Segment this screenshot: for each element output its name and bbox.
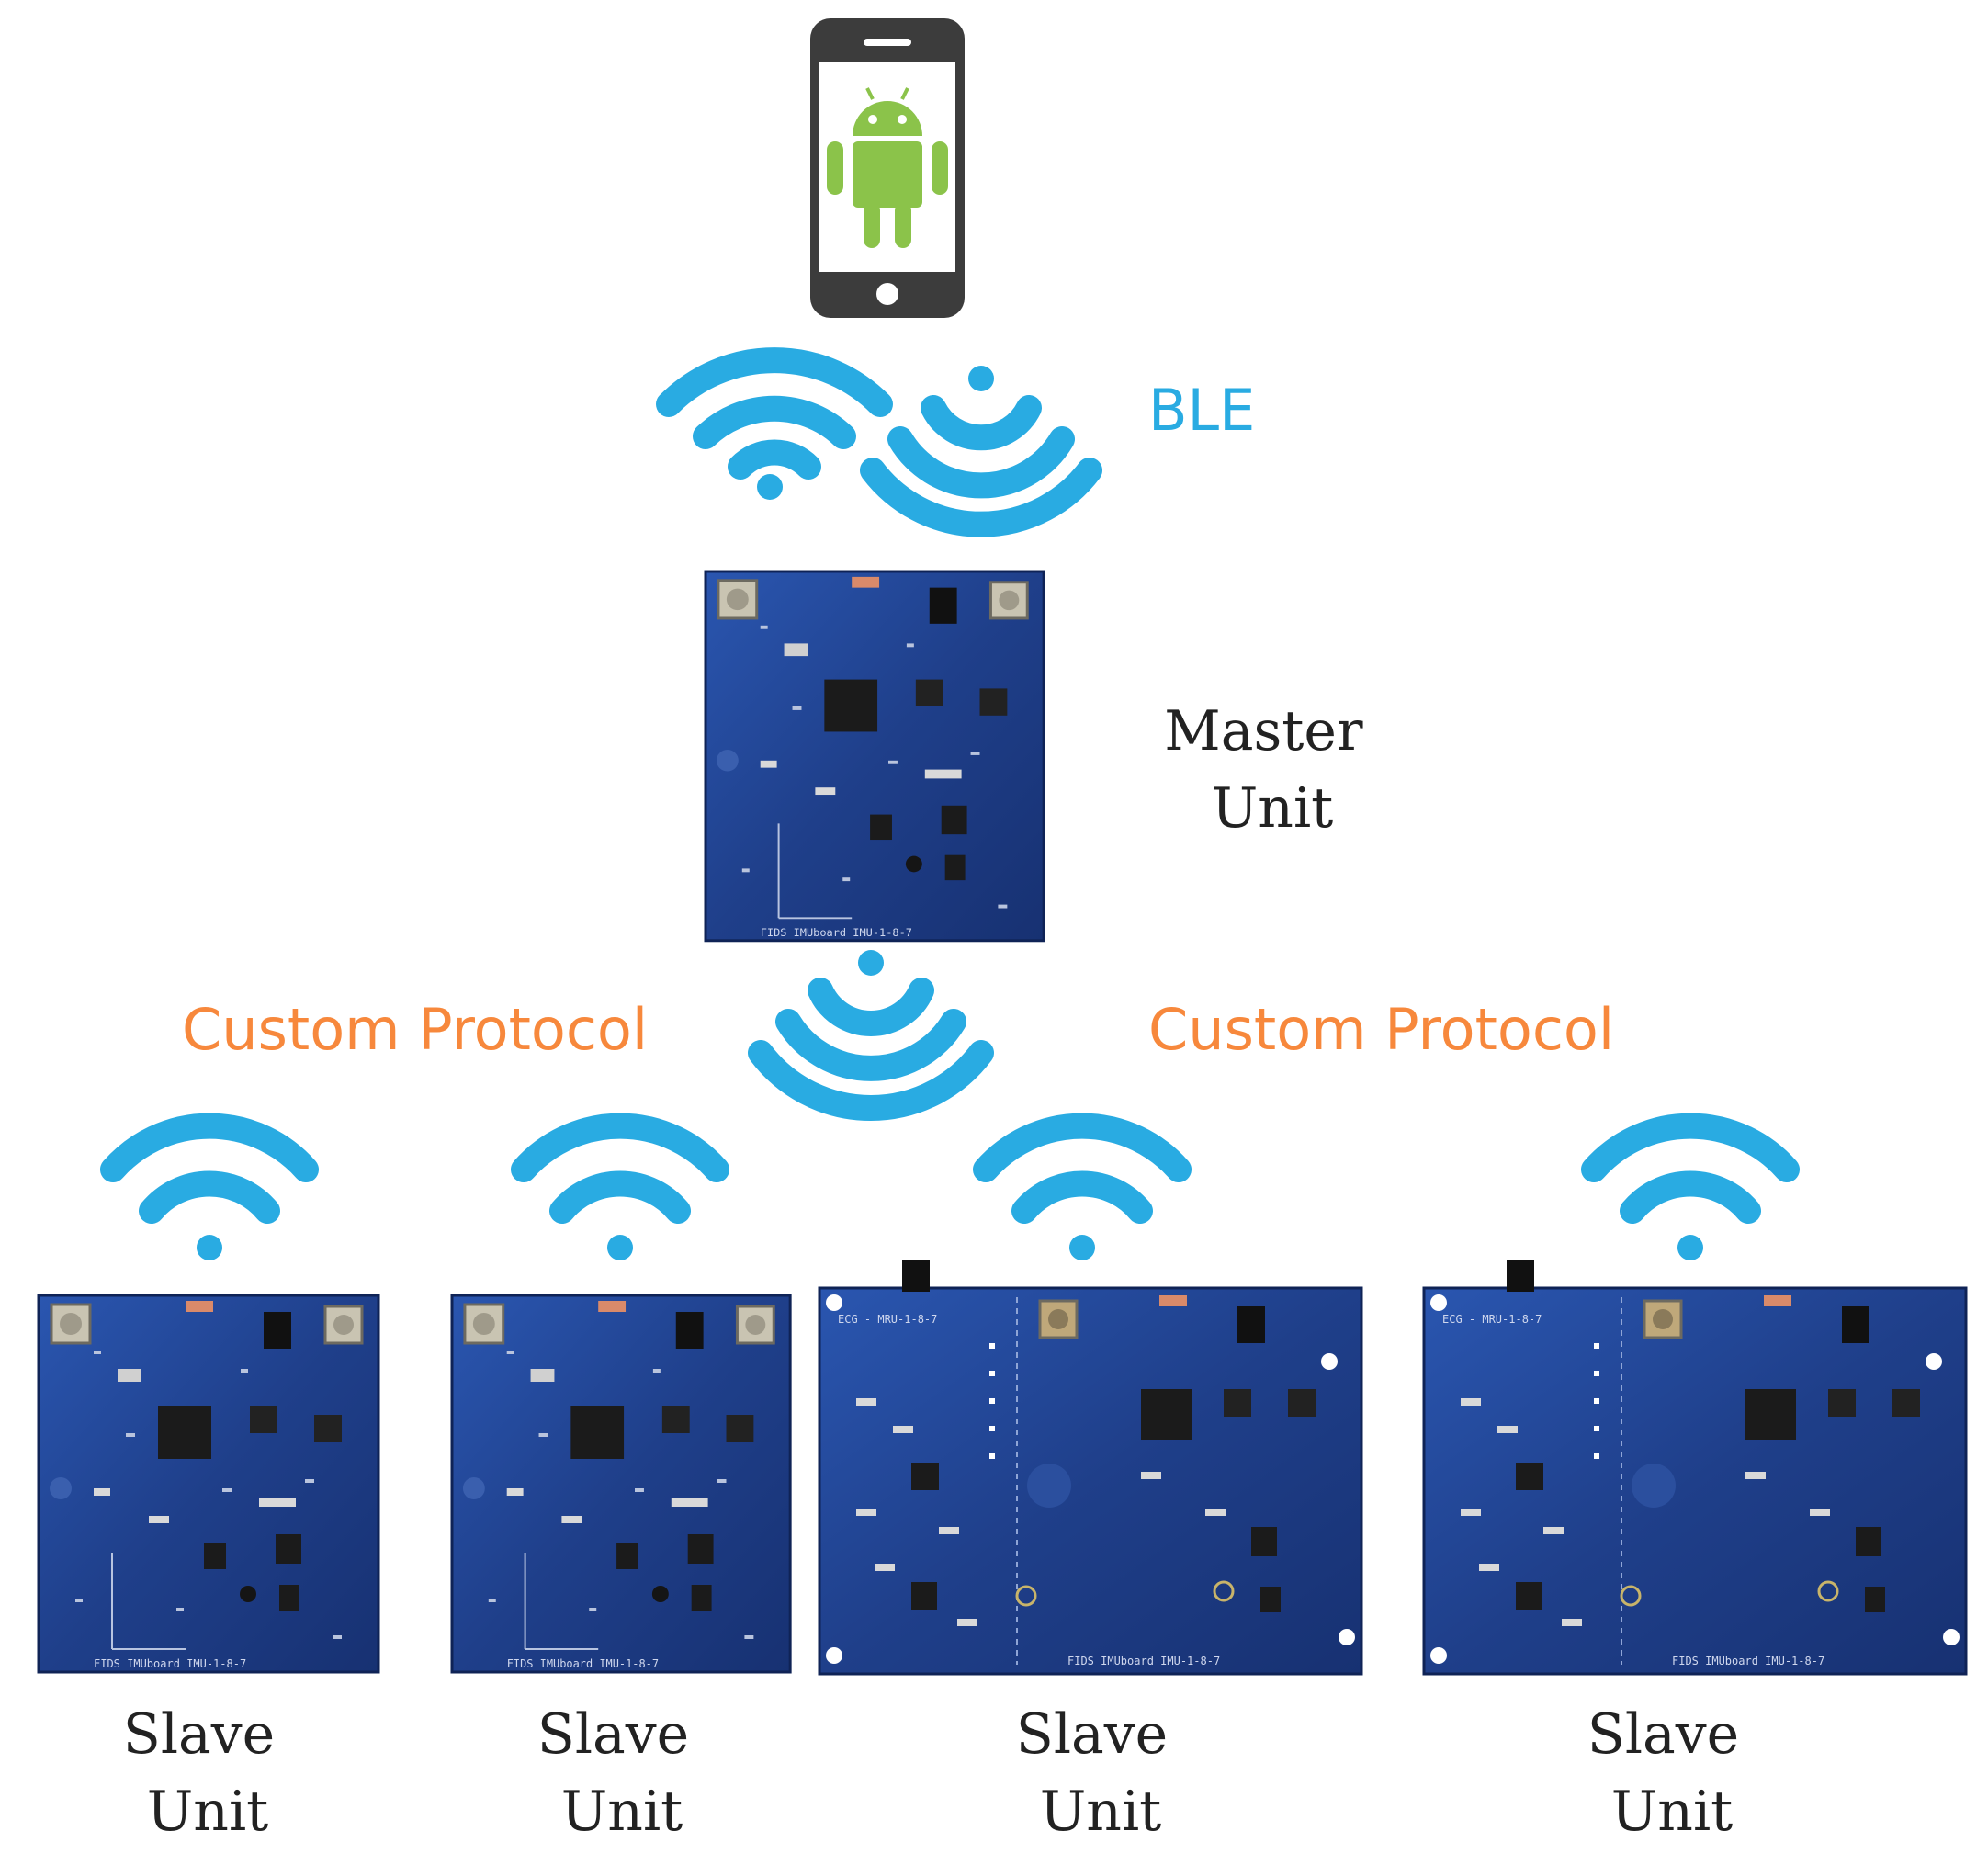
master-unit-label: Master Unit <box>1164 699 1380 841</box>
ble-link-icon <box>656 347 1102 537</box>
slave-unit-board <box>818 1259 1363 1676</box>
slave-wifi-icon <box>986 1126 1179 1260</box>
master-unit-board <box>704 570 1045 943</box>
custom-protocol-label-right: Custom Protocol <box>1148 996 1614 1063</box>
slave-wifi-icon <box>524 1126 717 1260</box>
slave-unit-label: Slave Unit <box>537 1702 707 1844</box>
slave-unit-label: Slave Unit <box>1587 1702 1757 1844</box>
custom-protocol-label-left: Custom Protocol <box>182 996 648 1063</box>
slave-unit-board <box>450 1294 792 1674</box>
master-downlink-icon <box>748 950 994 1121</box>
slave-unit-board <box>37 1294 380 1674</box>
android-phone-icon <box>810 18 965 318</box>
slave-wifi-icon <box>1594 1126 1787 1260</box>
ble-label: BLE <box>1148 377 1255 444</box>
slave-unit-label: Slave Unit <box>123 1702 293 1844</box>
slave-wifi-icon <box>113 1126 306 1260</box>
slave-unit-board <box>1422 1259 1968 1676</box>
slave-unit-label: Slave Unit <box>1016 1702 1186 1844</box>
